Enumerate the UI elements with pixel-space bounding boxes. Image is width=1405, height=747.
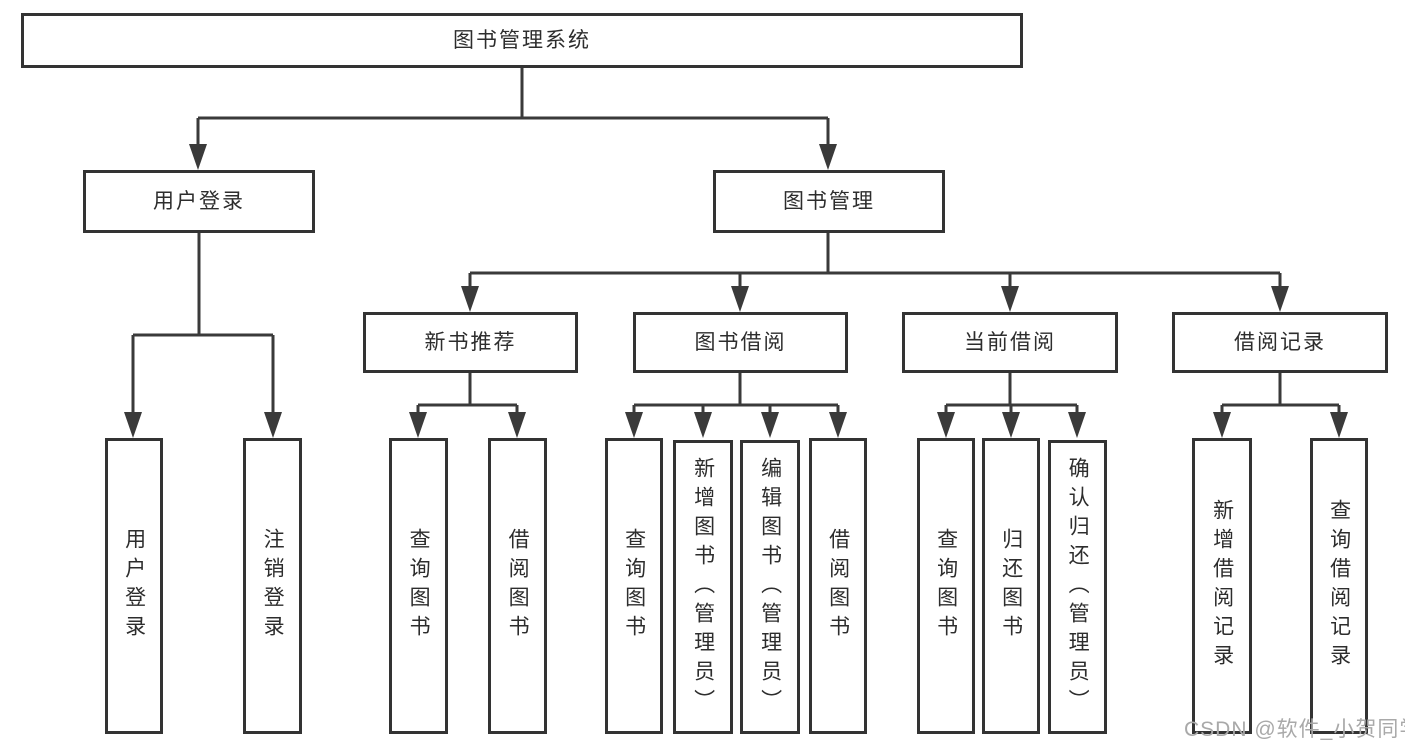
node-borrow-record: 借阅记录 bbox=[1172, 312, 1388, 373]
leaf-query-books: 查询图书 bbox=[389, 438, 448, 734]
leaf-edit-book-admin: 编辑图书（管理员） bbox=[740, 440, 800, 734]
leaf-query-borrow-record: 查询借阅记录 bbox=[1310, 438, 1368, 734]
leaf-add-borrow-record: 新增借阅记录 bbox=[1192, 438, 1252, 734]
arrowheads bbox=[124, 144, 1348, 438]
leaf-logout: 注销登录 bbox=[243, 438, 302, 734]
leaf-return-book: 归还图书 bbox=[982, 438, 1040, 734]
leaf-borrow-books: 借阅图书 bbox=[488, 438, 547, 734]
leaf-query-books-3: 查询图书 bbox=[917, 438, 975, 734]
leaf-user-login: 用户登录 bbox=[105, 438, 163, 734]
leaf-confirm-return-admin: 确认归还（管理员） bbox=[1048, 440, 1107, 734]
node-user-login: 用户登录 bbox=[83, 170, 315, 233]
leaf-borrow-books-2: 借阅图书 bbox=[809, 438, 867, 734]
leaf-add-book-admin: 新增图书（管理员） bbox=[673, 440, 733, 734]
node-book-management: 图书管理 bbox=[713, 170, 945, 233]
node-root: 图书管理系统 bbox=[21, 13, 1023, 68]
node-current-borrow: 当前借阅 bbox=[902, 312, 1118, 373]
node-book-borrow: 图书借阅 bbox=[633, 312, 848, 373]
leaf-query-books-2: 查询图书 bbox=[605, 438, 663, 734]
csdn-watermark: CSDN @软件_小贺同学 bbox=[1184, 718, 1405, 741]
node-new-book-recommend: 新书推荐 bbox=[363, 312, 578, 373]
